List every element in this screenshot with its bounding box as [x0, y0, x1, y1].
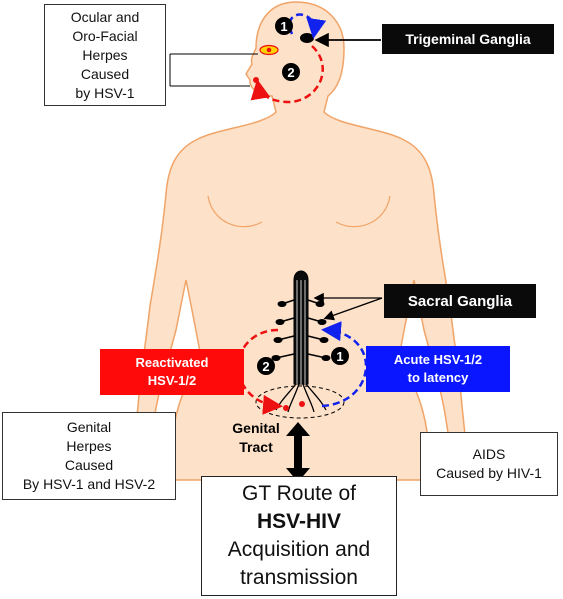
sacral-ganglia-label: Sacral Ganglia — [384, 284, 536, 318]
genital-area-outline — [255, 385, 345, 419]
step-number: 2 — [287, 65, 294, 80]
gt-route-line1: GT Route of — [241, 482, 356, 505]
reactivated-label: Reactivated HSV-1/2 — [100, 349, 244, 395]
step-number: 1 — [280, 19, 287, 34]
acute-arrow-sacral — [321, 321, 368, 408]
step-badge — [257, 357, 275, 375]
genital-lesion-icon — [299, 401, 305, 407]
gt-route-line3: Acquisition and transmission — [227, 538, 371, 589]
trigeminal-ganglia-label: Trigeminal Ganglia — [382, 24, 554, 54]
genital-herpes-label: Genital Herpes Caused By HSV-1 and HSV-2 — [2, 412, 176, 500]
sacral-pointer — [323, 297, 383, 321]
ocular-herpes-label: Ocular and Oro-Facial Herpes Caused by H… — [44, 4, 166, 106]
double-arrow-icon — [286, 422, 310, 482]
aids-label: AIDS Caused by HIV-1 — [420, 432, 558, 496]
gt-route-box: GT Route of HSV-HIV Acquisition and tran… — [201, 476, 397, 596]
acute-arrow-head — [288, 13, 327, 39]
body-contour — [207, 195, 263, 228]
step-number: 1 — [336, 349, 343, 364]
acute-latency-label: Acute HSV-1/2 to latency — [366, 346, 510, 392]
step-number: 2 — [262, 359, 269, 374]
body-silhouette — [132, 1, 468, 481]
trigeminal-ganglion-icon — [300, 33, 314, 43]
step-badge — [282, 63, 300, 81]
step-badge — [275, 17, 293, 35]
spinal-cord-icon — [271, 270, 331, 413]
genital-tract-label: Genital Tract — [232, 420, 280, 455]
reactivation-arrow-head — [250, 45, 324, 104]
step-badge — [331, 347, 349, 365]
eye-lesion-icon — [266, 47, 272, 53]
lip-lesion-icon — [253, 77, 259, 83]
genital-lesion-icon — [283, 405, 289, 411]
body-contour — [335, 195, 391, 228]
gt-route-line2: HSV-HIV — [256, 510, 342, 533]
